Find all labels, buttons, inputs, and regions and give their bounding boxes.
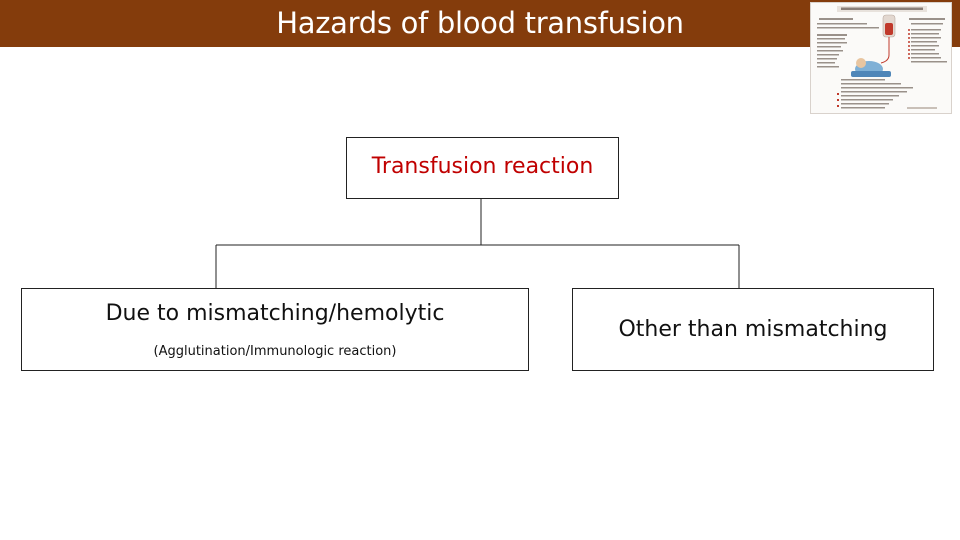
root-node-transfusion-reaction: Transfusion reaction — [346, 137, 619, 199]
infographic-thumbnail-image — [810, 2, 952, 114]
infographic-thumbnail-icon — [811, 3, 951, 113]
child-node-other-than-mismatching: Other than mismatching — [572, 288, 934, 371]
child-node-label: Other than mismatching — [618, 317, 888, 342]
slide-title: Hazards of blood transfusion — [276, 6, 684, 40]
child-node-mismatching-hemolytic: Due to mismatching/hemolytic (Agglutinat… — [21, 288, 529, 371]
child-node-sublabel: (Agglutination/Immunologic reaction) — [153, 344, 397, 359]
title-bar — [0, 0, 960, 47]
child-node-label: Due to mismatching/hemolytic — [105, 301, 445, 326]
root-node-label: Transfusion reaction — [371, 154, 594, 179]
